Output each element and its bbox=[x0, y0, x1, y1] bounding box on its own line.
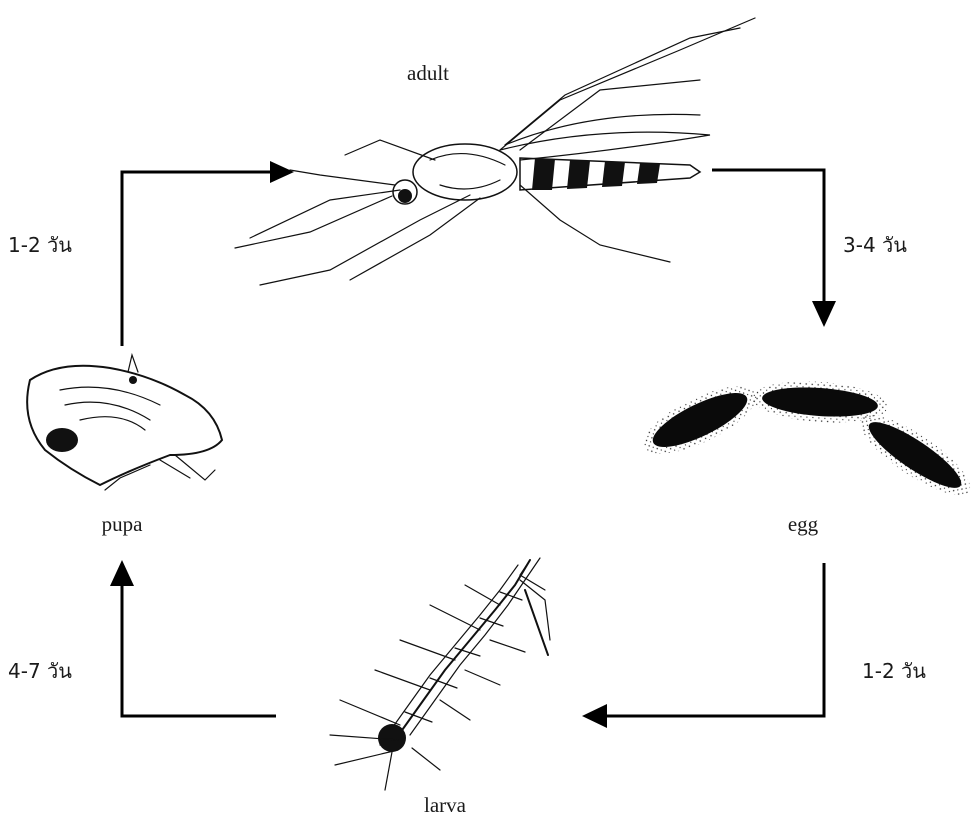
stage-label-adult: adult bbox=[407, 61, 449, 85]
stage-label-larva: larva bbox=[424, 793, 467, 817]
duration-label-egg-to-larva: 1-2 วัน bbox=[862, 659, 926, 683]
mosquito-adult-icon bbox=[235, 18, 755, 285]
mosquito-egg-icon bbox=[635, 373, 972, 508]
arrow-egg-to-larva bbox=[582, 563, 824, 728]
arrow-pupa-to-adult bbox=[122, 161, 294, 346]
arrow-adult-to-egg bbox=[712, 170, 836, 327]
stage-label-pupa: pupa bbox=[102, 512, 144, 536]
arrow-larva-to-pupa bbox=[110, 560, 276, 716]
duration-label-adult-to-egg: 3-4 วัน bbox=[843, 233, 907, 257]
duration-label-larva-to-pupa: 4-7 วัน bbox=[8, 659, 72, 683]
mosquito-pupa-icon bbox=[27, 355, 222, 490]
duration-label-pupa-to-adult: 1-2 วัน bbox=[8, 233, 72, 257]
stage-label-egg: egg bbox=[788, 512, 819, 536]
mosquito-larva-icon bbox=[330, 558, 550, 790]
